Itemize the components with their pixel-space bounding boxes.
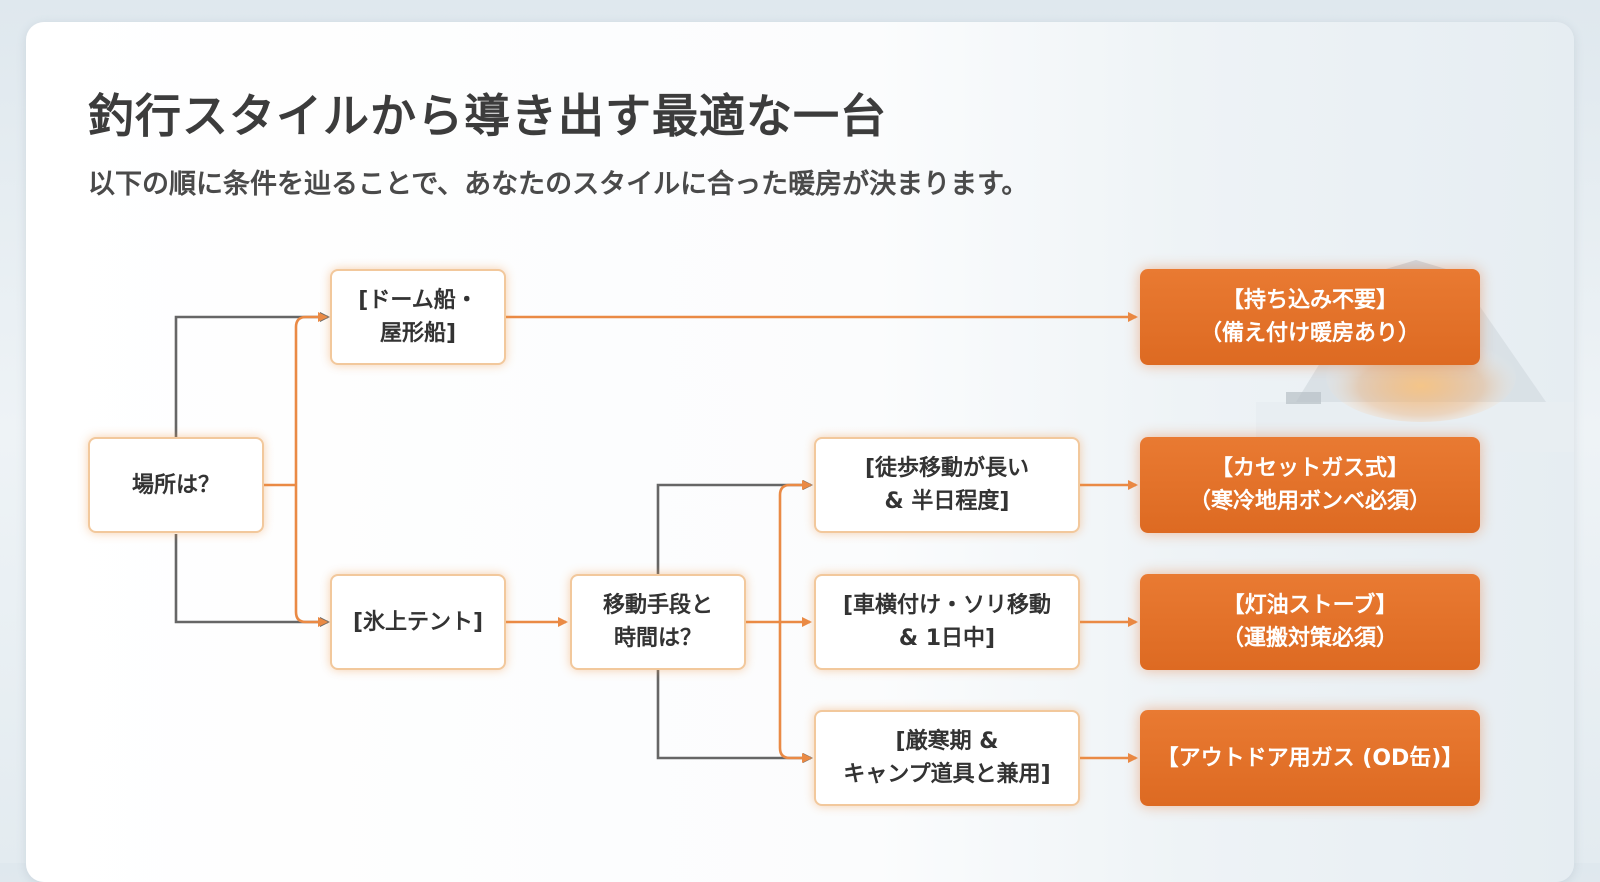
- node-transport-time-question: 移動手段と 時間は？: [570, 574, 746, 670]
- connector-transport-to-cold-orange: [778, 622, 812, 763]
- result-outdoor-gas: 【アウトドア用ガス (OD缶)】: [1140, 710, 1480, 806]
- result-cassette-gas: 【カセットガス式】 （寒冷地用ボンベ必須）: [1140, 437, 1480, 533]
- result-kerosene-stove: 【灯油ストーブ】 （運搬対策必須）: [1140, 574, 1480, 670]
- node-location-question: 場所は？: [88, 437, 264, 533]
- slide-card: 釣行スタイルから導き出す最適な一台 以下の順に条件を辿ることで、あなたのスタイル…: [26, 22, 1574, 882]
- connector-transport-to-cold-gray: [656, 670, 813, 763]
- connector-location-to-tent-orange: [294, 485, 328, 627]
- node-ice-tent: [氷上テント]: [330, 574, 506, 670]
- connector-transport-to-walk-gray: [656, 480, 813, 574]
- node-dome-boat: [ドーム船・ 屋形船]: [330, 269, 506, 365]
- connector-transport-to-walk-orange: [778, 480, 812, 622]
- node-severe-cold-camp: [厳寒期 & キャンプ道具と兼用]: [814, 710, 1080, 806]
- node-long-walk-half-day: [徒歩移動が長い & 半日程度]: [814, 437, 1080, 533]
- node-car-sled-all-day: [車横付け・ソリ移動 & 1日中]: [814, 574, 1080, 670]
- flowchart-connectors: [174, 312, 1138, 763]
- connector-location-to-tent-gray: [174, 534, 330, 627]
- page-subtitle: 以下の順に条件を辿ることで、あなたのスタイルに合った暖房が決まります。: [88, 169, 1029, 200]
- connector-location-to-dome-orange: [294, 312, 328, 485]
- connector-location-to-dome-gray: [174, 312, 330, 437]
- page-title: 釣行スタイルから導き出す最適な一台: [88, 89, 887, 143]
- result-no-bring: 【持ち込み不要】 （備え付け暖房あり）: [1140, 269, 1480, 365]
